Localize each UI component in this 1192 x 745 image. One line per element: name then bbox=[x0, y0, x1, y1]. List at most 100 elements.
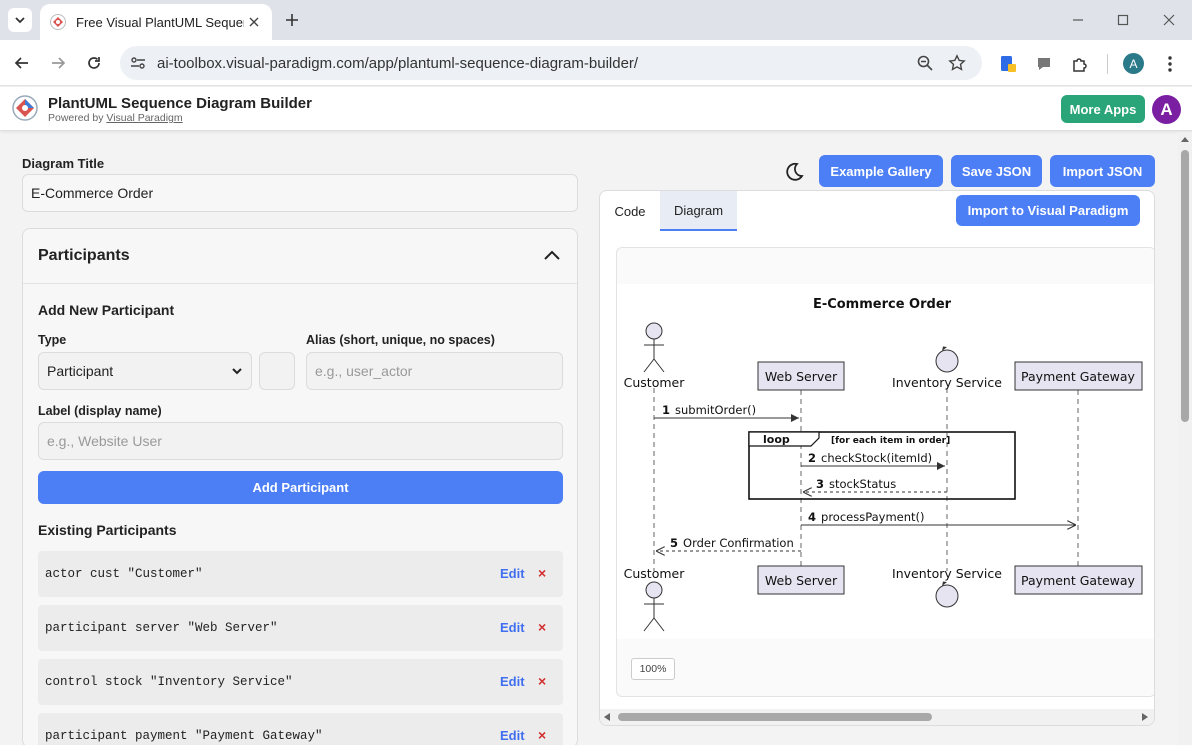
app-title: PlantUML Sequence Diagram Builder bbox=[48, 95, 312, 112]
alias-input[interactable]: e.g., user_actor bbox=[306, 352, 563, 390]
add-participant-button[interactable]: Add Participant bbox=[38, 471, 563, 504]
example-gallery-button[interactable]: Example Gallery bbox=[819, 155, 943, 187]
tab-close-button[interactable] bbox=[246, 14, 262, 30]
participant-code: control stock "Inventory Service" bbox=[45, 675, 293, 689]
app-header: PlantUML Sequence Diagram Builder Powere… bbox=[0, 87, 1192, 131]
minimize-button[interactable] bbox=[1068, 10, 1088, 30]
actor-customer-top: Customer bbox=[624, 323, 686, 390]
message-label-5: 5Order Confirmation bbox=[670, 536, 794, 550]
tab-diagram[interactable]: Diagram bbox=[660, 191, 737, 231]
page-scrollbar-thumb[interactable] bbox=[1181, 150, 1189, 422]
comment-icon bbox=[1036, 56, 1052, 72]
extension-comment-button[interactable] bbox=[1034, 54, 1054, 74]
display-name-label: Label (display name) bbox=[38, 404, 162, 418]
diagram-title: E-Commerce Order bbox=[813, 297, 952, 312]
participants-header[interactable]: Participants bbox=[23, 229, 578, 284]
participant-row: participant server "Web Server" Edit × bbox=[38, 605, 563, 651]
delete-participant-button[interactable]: × bbox=[538, 565, 546, 581]
existing-participants-heading: Existing Participants bbox=[38, 522, 176, 538]
participant-code: participant server "Web Server" bbox=[45, 621, 278, 635]
sequence-diagram: E-Commerce Order Customer Web Server bbox=[617, 284, 1155, 639]
diagram-horizontal-scrollbar[interactable] bbox=[600, 709, 1155, 725]
participant-label-stock: Inventory Service bbox=[892, 375, 1002, 390]
scroll-right-icon bbox=[1142, 713, 1148, 721]
edit-participant-button[interactable]: Edit bbox=[500, 620, 525, 635]
chevron-down-icon bbox=[14, 14, 26, 26]
powered-by: Powered by Visual Paradigm bbox=[48, 112, 183, 124]
diagram-viewport[interactable]: E-Commerce Order Customer Web Server bbox=[616, 247, 1155, 697]
horizontal-scrollbar-thumb[interactable] bbox=[618, 713, 932, 721]
browser-tab-active[interactable]: Free Visual PlantUML Sequence Diagram Bu… bbox=[40, 4, 272, 40]
output-card: Code Diagram Import to Visual Paradigm E… bbox=[599, 190, 1155, 726]
page-scrollbar[interactable] bbox=[1178, 132, 1192, 745]
bookmark-star-icon[interactable] bbox=[948, 54, 966, 72]
scroll-up-icon bbox=[1181, 136, 1189, 142]
participant-payment-bottom: Payment Gateway bbox=[1015, 566, 1142, 594]
delete-participant-button[interactable]: × bbox=[538, 673, 546, 689]
tab-code[interactable]: Code bbox=[600, 191, 660, 231]
edit-participant-button[interactable]: Edit bbox=[500, 566, 525, 581]
edit-participant-button[interactable]: Edit bbox=[500, 728, 525, 743]
puzzle-icon bbox=[1071, 55, 1089, 73]
chevron-down-icon bbox=[231, 365, 243, 377]
dark-mode-toggle-icon[interactable] bbox=[783, 161, 805, 183]
url-text[interactable]: ai-toolbox.visual-paradigm.com/app/plant… bbox=[157, 55, 638, 72]
plus-icon bbox=[285, 13, 299, 27]
loop-condition: [for each item in order] bbox=[831, 436, 950, 446]
message-label-4: 4processPayment() bbox=[808, 510, 925, 524]
browser-toolbar: ai-toolbox.visual-paradigm.com/app/plant… bbox=[0, 40, 1192, 86]
participant-label-server: Web Server bbox=[765, 573, 838, 588]
type-select[interactable]: Participant bbox=[38, 352, 252, 390]
delete-participant-button[interactable]: × bbox=[538, 727, 546, 743]
add-new-participant-heading: Add New Participant bbox=[38, 302, 174, 318]
participant-payment-top: Payment Gateway bbox=[1015, 362, 1142, 390]
extension-translate-button[interactable] bbox=[998, 54, 1018, 74]
browser-menu-button[interactable] bbox=[1160, 54, 1180, 74]
new-tab-button[interactable] bbox=[282, 10, 302, 30]
participant-row: actor cust "Customer" Edit × bbox=[38, 551, 563, 597]
toolbar-divider bbox=[1107, 54, 1108, 74]
close-icon bbox=[1163, 14, 1175, 26]
participant-label-payment: Payment Gateway bbox=[1021, 369, 1136, 384]
participant-label-customer: Customer bbox=[624, 375, 686, 390]
message-label-3: 3stockStatus bbox=[816, 477, 896, 491]
save-json-button[interactable]: Save JSON bbox=[951, 155, 1042, 187]
browser-tab-bar: Free Visual PlantUML Sequence Diagram Bu… bbox=[0, 0, 1192, 40]
participant-code: actor cust "Customer" bbox=[45, 567, 203, 581]
reload-icon bbox=[86, 55, 102, 71]
reload-button[interactable] bbox=[84, 53, 104, 73]
forward-button[interactable] bbox=[48, 53, 68, 73]
edit-participant-button[interactable]: Edit bbox=[500, 674, 525, 689]
control-stock-top: Inventory Service bbox=[892, 347, 1002, 391]
user-avatar[interactable]: A bbox=[1152, 95, 1181, 124]
import-json-button[interactable]: Import JSON bbox=[1050, 155, 1155, 187]
site-settings-icon bbox=[130, 55, 146, 71]
participant-row: control stock "Inventory Service" Edit × bbox=[38, 659, 563, 705]
import-to-visual-paradigm-button[interactable]: Import to Visual Paradigm bbox=[956, 195, 1140, 226]
close-icon bbox=[249, 17, 259, 27]
address-bar[interactable]: ai-toolbox.visual-paradigm.com/app/plant… bbox=[120, 46, 982, 80]
extensions-button[interactable] bbox=[1070, 54, 1090, 74]
more-apps-button[interactable]: More Apps bbox=[1061, 95, 1145, 123]
back-button[interactable] bbox=[12, 53, 32, 73]
participant-server-top: Web Server bbox=[758, 362, 844, 390]
participant-label-server: Web Server bbox=[765, 369, 838, 384]
maximize-icon bbox=[1117, 14, 1129, 26]
type-label: Type bbox=[38, 333, 66, 347]
maximize-button[interactable] bbox=[1113, 10, 1133, 30]
chevron-up-icon[interactable] bbox=[543, 247, 561, 265]
participant-label-customer: Customer bbox=[624, 566, 686, 581]
zoom-level-badge[interactable]: 100% bbox=[631, 658, 675, 680]
diagram-title-label: Diagram Title bbox=[22, 156, 104, 171]
zoom-icon[interactable] bbox=[916, 54, 934, 72]
browser-profile-avatar[interactable]: A bbox=[1123, 53, 1144, 74]
tab-search-button[interactable] bbox=[8, 8, 32, 32]
visual-paradigm-link[interactable]: Visual Paradigm bbox=[106, 112, 182, 124]
participant-code: participant payment "Payment Gateway" bbox=[45, 729, 323, 743]
window-close-button[interactable] bbox=[1159, 10, 1179, 30]
tab-title: Free Visual PlantUML Sequence Diagram Bu… bbox=[76, 15, 244, 30]
delete-participant-button[interactable]: × bbox=[538, 619, 546, 635]
type-select-value: Participant bbox=[47, 363, 113, 379]
diagram-title-input[interactable] bbox=[22, 174, 578, 212]
display-name-input[interactable]: e.g., Website User bbox=[38, 422, 563, 460]
